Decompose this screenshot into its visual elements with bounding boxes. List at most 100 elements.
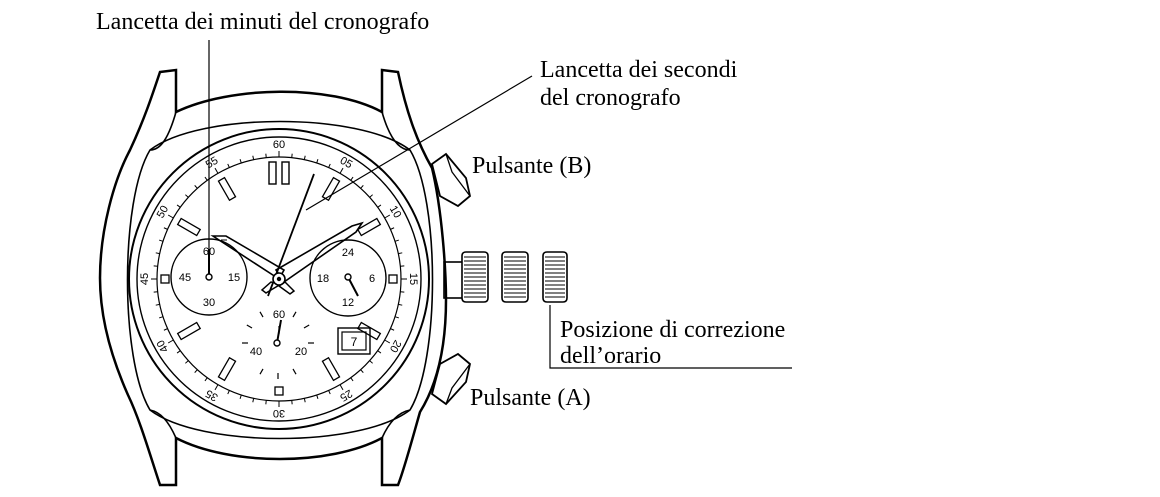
bezel-numeral: 40 bbox=[155, 338, 172, 355]
bezel-numeral: 15 bbox=[407, 273, 419, 285]
minute-tick bbox=[185, 360, 189, 364]
bottom-subdial-tick bbox=[246, 324, 253, 329]
hour-index bbox=[176, 321, 202, 341]
minute-tick bbox=[159, 239, 164, 242]
minute-tick bbox=[350, 176, 354, 181]
label-crown-position-line1: Posizione di correzione bbox=[560, 317, 785, 343]
hour-index bbox=[217, 176, 237, 202]
label-crown-position-line2: dell’orario bbox=[560, 343, 661, 369]
bezel-numeral: 05 bbox=[338, 155, 355, 172]
minute-tick bbox=[227, 390, 230, 395]
minute-tick bbox=[394, 239, 399, 242]
minute-tick bbox=[252, 398, 255, 403]
minute-tick bbox=[214, 384, 219, 391]
bezel-numeral: 45 bbox=[139, 273, 151, 285]
crown-position-1 bbox=[461, 251, 489, 303]
right-subdial-right: 6 bbox=[369, 273, 375, 285]
bottom-subdial-tick bbox=[303, 324, 310, 329]
minute-tick bbox=[167, 214, 174, 219]
label-button-b: Pulsante (B) bbox=[472, 153, 591, 179]
label-button-a: Pulsante (A) bbox=[470, 385, 591, 411]
minute-tick bbox=[384, 214, 391, 219]
minute-tick bbox=[390, 227, 395, 230]
right-subdial: 24 6 12 18 bbox=[309, 239, 387, 317]
bezel-numeral: 25 bbox=[338, 387, 355, 404]
right-subdial-top: 24 bbox=[342, 247, 354, 259]
bottom-subdial-tick bbox=[292, 311, 297, 318]
hour-index bbox=[356, 217, 382, 237]
minute-tick bbox=[204, 176, 208, 181]
left-subdial-left: 45 bbox=[179, 272, 191, 284]
minute-tick bbox=[360, 185, 364, 189]
bottom-subdial-tick bbox=[259, 368, 264, 375]
bezel-numeral: 10 bbox=[387, 204, 404, 221]
minute-tick bbox=[339, 384, 344, 391]
minute-tick bbox=[316, 394, 319, 399]
label-seconds-hand-line2: del cronografo bbox=[540, 85, 681, 111]
minute-tick bbox=[303, 155, 306, 160]
pusher-b bbox=[430, 152, 471, 208]
hour-index bbox=[217, 356, 237, 382]
bezel-numeral: 50 bbox=[155, 204, 172, 221]
minute-tick bbox=[167, 339, 174, 344]
hour-index bbox=[356, 321, 382, 341]
minute-tick bbox=[155, 303, 160, 306]
bottom-subdial-tick bbox=[292, 368, 297, 375]
left-subdial-bottom: 30 bbox=[203, 297, 215, 309]
minute-tick bbox=[303, 398, 306, 403]
left-subdial-right: 15 bbox=[228, 272, 240, 284]
leader-lines bbox=[208, 40, 792, 369]
hour-index bbox=[160, 274, 170, 284]
minute-tick bbox=[163, 227, 168, 230]
hour-index bbox=[274, 386, 284, 396]
bezel-numeral: 30 bbox=[273, 407, 285, 419]
minute-tick bbox=[204, 377, 208, 382]
label-seconds-hand-line1: Lancetta dei secondi bbox=[540, 57, 738, 83]
date-value: 7 bbox=[351, 335, 358, 349]
bottom-subdial-ticks bbox=[242, 311, 314, 379]
minute-tick bbox=[369, 360, 373, 364]
minute-tick bbox=[316, 159, 319, 164]
minute-tick bbox=[176, 204, 181, 208]
bezel-numeral: 35 bbox=[204, 387, 221, 404]
hour-index bbox=[321, 176, 341, 202]
minute-tick bbox=[377, 204, 382, 208]
hour-index bbox=[388, 274, 398, 284]
minute-tick bbox=[390, 328, 395, 331]
minute-tick bbox=[328, 390, 331, 395]
minute-tick bbox=[369, 194, 373, 198]
minute-tick bbox=[360, 369, 364, 373]
minute-tick bbox=[159, 316, 164, 319]
minute-tick bbox=[239, 159, 242, 164]
minute-tick bbox=[239, 394, 242, 399]
minute-track bbox=[151, 151, 407, 407]
minute-tick bbox=[339, 167, 344, 174]
minute-tick bbox=[155, 252, 160, 255]
right-subdial-left: 18 bbox=[317, 273, 329, 285]
date-window: 7 bbox=[337, 327, 371, 355]
minute-tick bbox=[328, 163, 331, 168]
twelve-index bbox=[268, 161, 290, 185]
minute-tick bbox=[194, 185, 198, 189]
crown-position-3 bbox=[542, 251, 568, 303]
minute-tick bbox=[350, 377, 354, 382]
minute-tick bbox=[398, 252, 403, 255]
bottom-subdial-right: 20 bbox=[295, 346, 307, 358]
crown-positions bbox=[461, 251, 568, 303]
bottom-subdial-tick bbox=[259, 311, 264, 318]
minute-tick bbox=[384, 339, 391, 344]
minute-tick bbox=[398, 303, 403, 306]
minute-tick bbox=[227, 163, 230, 168]
hour-index bbox=[176, 217, 202, 237]
label-minutes-hand: Lancetta dei minuti del cronografo bbox=[96, 9, 429, 35]
crown-position-2 bbox=[501, 251, 529, 303]
minute-tick bbox=[163, 328, 168, 331]
hour-indices bbox=[160, 176, 398, 396]
minute-tick bbox=[394, 316, 399, 319]
minute-tick bbox=[377, 350, 382, 354]
watch-case bbox=[98, 68, 448, 487]
bezel-numeral: 20 bbox=[387, 338, 404, 355]
